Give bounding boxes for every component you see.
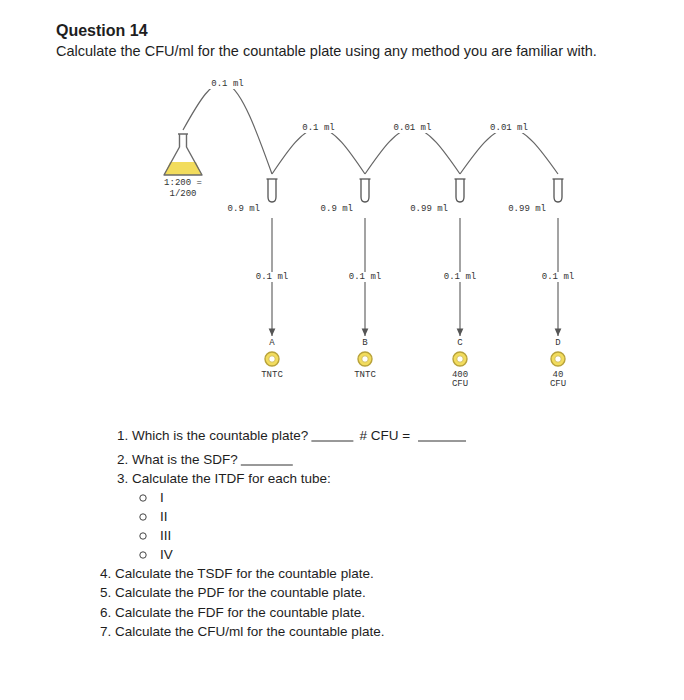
plate-node: D 40 CFU [545,338,571,389]
test-tube [265,176,279,204]
agar-plate [263,350,281,368]
question-text: 6. Calculate the FDF for the countable p… [100,605,365,620]
node-label: C [457,338,462,348]
plate-node: B TNTC [354,338,376,380]
question-text: 4. Calculate the TSDF for the countable … [100,566,374,581]
node-label: 0.99 ml [410,204,448,214]
transfer-arc [183,83,272,174]
transfer-arc [365,128,460,174]
bullet [140,514,146,520]
tube-node: 0.9 ml [228,176,279,214]
volume-label: 0.01 ml [392,123,434,133]
bullet [140,495,146,501]
tube-node: 0.9 ml [321,176,372,214]
plate-node: A TNTC [261,338,283,380]
bullet [140,552,146,558]
question-text: 1. Which is the countable plate? [117,428,308,443]
question-text: II [160,509,168,524]
question-text: 5. Calculate the PDF for the countable p… [100,585,366,600]
answer-blank [311,441,353,442]
node-label: 0.99 ml [508,204,546,214]
node-label: TNTC [261,371,283,380]
question-text: 3. Calculate the ITDF for each tube: [117,471,331,486]
question-text: IV [160,547,173,562]
bullet [140,533,146,539]
instruction-text: Calculate the CFU/ml for the countable p… [56,43,597,59]
node-label: TNTC [354,371,376,380]
node-label: 1/200 [169,189,196,200]
question-text: I [160,490,164,505]
flask-node: 1:200 =1/200 [161,132,205,200]
agar-plate [451,350,469,368]
tube-node: 0.99 ml [410,176,467,214]
volume-label: 0.1 ml [300,123,336,133]
agar-plate [549,350,567,368]
volume-label: 0.1 ml [442,272,478,282]
test-tube [358,176,372,204]
question-text: III [160,528,171,543]
node-label: 0.9 ml [228,204,260,214]
node-label: B [362,338,367,348]
test-tube [551,176,565,204]
answer-blank [418,441,466,442]
volume-label: 0.1 ml [347,272,383,282]
volume-label: 0.01 ml [488,123,530,133]
plate-node: C 400 CFU [447,338,473,389]
node-label: A [269,338,274,348]
question-text: 2. What is the SDF? [117,452,238,467]
answer-blank [241,465,293,466]
node-label: 40 CFU [545,371,571,389]
agar-plate [356,350,374,368]
transfer-arc [460,128,558,174]
node-label: 0.9 ml [321,204,353,214]
transfer-arc [272,128,365,174]
question-text: 7. Calculate the CFU/ml for the countabl… [100,624,384,639]
volume-label: 0.1 ml [209,79,245,89]
node-label: 1:200 = [164,178,202,189]
volume-label: 0.1 ml [254,272,290,282]
node-label: 400 CFU [447,371,473,389]
question-text: # CFU = [359,428,410,443]
volume-label: 0.1 ml [540,272,576,282]
tube-node: 0.99 ml [508,176,565,214]
flask-shape [161,132,205,178]
test-tube [453,176,467,204]
node-label: D [555,338,560,348]
question-title: Question 14 [56,22,148,40]
